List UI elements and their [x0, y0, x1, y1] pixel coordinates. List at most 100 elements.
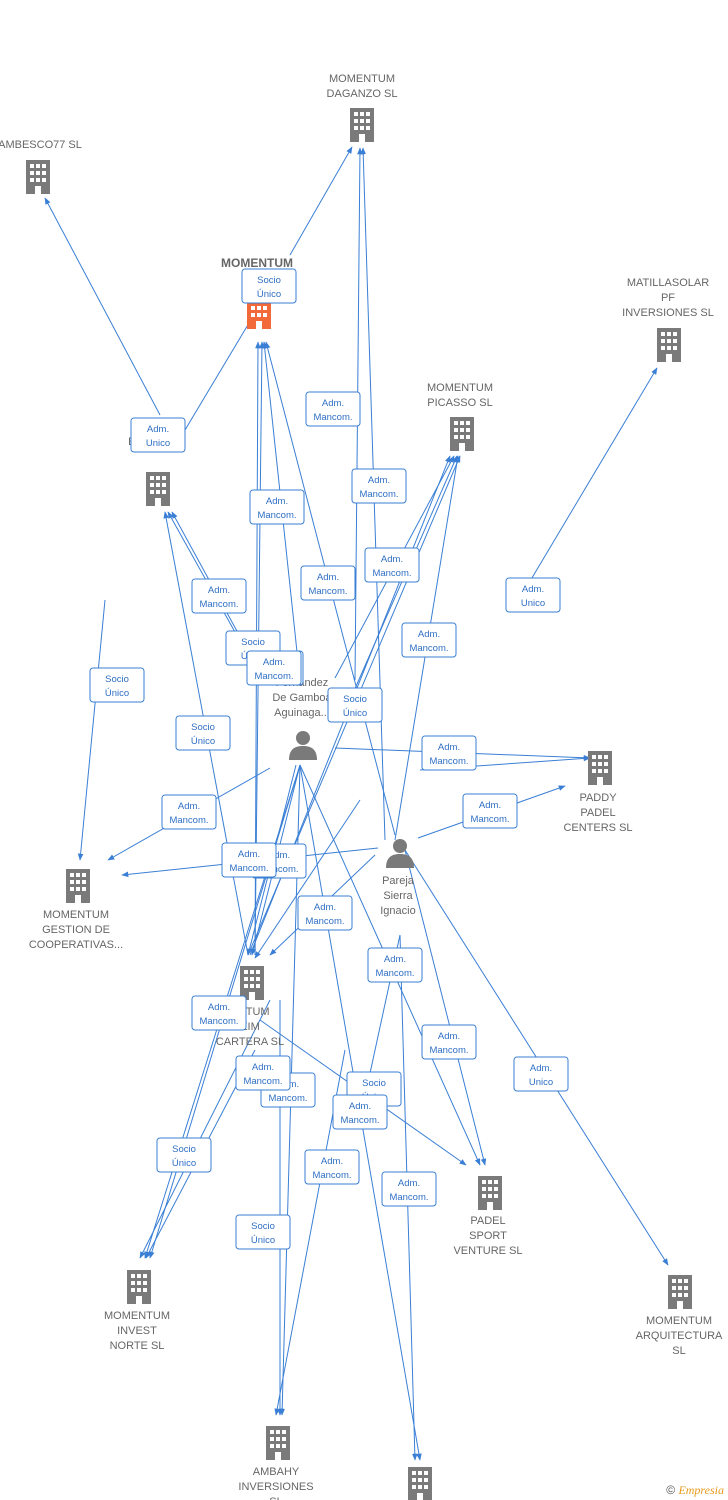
edge-label-badge[interactable]: Adm.Mancom.: [421, 1024, 477, 1060]
building-icon[interactable]: [668, 1275, 692, 1309]
person-icon[interactable]: [289, 731, 317, 760]
edge-label-text: Unico: [529, 1077, 553, 1088]
company-name-label: PICASSO SL: [427, 397, 492, 409]
edge-label-badge[interactable]: Adm.Mancom.: [421, 735, 477, 771]
edge-label-text: Adm.: [479, 800, 501, 811]
edge-label-badge[interactable]: Adm. Mancom.: [305, 391, 361, 427]
building-icon[interactable]: [146, 472, 170, 506]
edge-label-text: Mancom.: [308, 586, 347, 597]
edge-label-text: Mancom.: [254, 671, 293, 682]
edge-label-badge[interactable]: Adm.Mancom.: [351, 468, 407, 504]
company-name-label: INVEST: [117, 1325, 157, 1337]
company-name-label: INVERSIONES: [238, 1481, 313, 1493]
edge-label-text: Mancom.: [389, 1192, 428, 1203]
person-icon[interactable]: [386, 839, 414, 868]
edge-label-badge[interactable]: Adm.Mancom.: [249, 489, 305, 525]
edge-label-text: Mancom.: [229, 863, 268, 874]
company-name-label: PF: [661, 292, 675, 304]
footer-credit: © Empresia: [666, 1483, 724, 1498]
edge-label-badge[interactable]: Adm.Mancom.: [300, 565, 356, 601]
building-icon[interactable]: [266, 1426, 290, 1460]
company-name-label: MOMENTUM: [43, 909, 109, 921]
edge-label-text: Mancom.: [372, 568, 411, 579]
building-icon[interactable]: [26, 160, 50, 194]
edge-label-badge[interactable]: Adm.Mancom.: [235, 1055, 291, 1091]
edge-label-text: Adm.: [322, 398, 344, 409]
company-name-label: COOPERATIVAS...: [29, 939, 123, 951]
edge-label-box: [462, 793, 518, 829]
edge-label-text: Socio: [343, 694, 367, 705]
person-name-label: Aguinaga...: [274, 707, 330, 719]
edge-label-box: [249, 489, 305, 525]
edge-label-badge[interactable]: Adm.Mancom.: [304, 1149, 360, 1185]
company-name-label: CENTERS SL: [563, 822, 632, 834]
edge-label-badge[interactable]: Adm.Mancom.: [161, 794, 217, 830]
edge-label-badge[interactable]: Adm.Mancom.: [332, 1094, 388, 1130]
edge-label-text: Único: [343, 708, 367, 719]
edge-line: [519, 367, 658, 599]
edge-label-badge[interactable]: Adm. Mancom.: [381, 1171, 437, 1207]
edge-label-text: Mancom.: [268, 1093, 307, 1104]
edge-label-badge[interactable]: Adm.Unico: [513, 1056, 569, 1092]
edge-label-text: Mancom.: [409, 643, 448, 654]
edge-label-box: [191, 578, 247, 614]
edge-label-badge[interactable]: Adm.Mancom.: [401, 622, 457, 658]
edge-label-badge[interactable]: Adm.Unico: [130, 417, 186, 453]
building-icon[interactable]: [350, 108, 374, 142]
edge-label-text: Socio: [362, 1078, 386, 1089]
edge-label-box: [161, 794, 217, 830]
edge-label-text: Adm.: [268, 850, 290, 861]
edge-label-text: Adm.: [384, 954, 406, 965]
brand-logo[interactable]: Empresia: [678, 1483, 724, 1497]
company-name-label: MOMENTUM: [329, 73, 395, 85]
edge-label-text: Adm.: [178, 801, 200, 812]
building-icon[interactable]: [127, 1270, 151, 1304]
edge-label-box: [421, 735, 477, 771]
edge-label-text: Mancom.: [313, 412, 352, 423]
edge-label-badge[interactable]: Adm.Mancom.: [364, 547, 420, 583]
company-name-label: GESTION DE: [42, 924, 110, 936]
edge-label-text: Mancom.: [429, 756, 468, 767]
edge-label-badge[interactable]: Adm.Mancom.: [191, 995, 247, 1031]
edge-label-text: Mancom.: [375, 968, 414, 979]
edge-label-text: Único: [191, 736, 215, 747]
edge-labels-layer: SocioÚnicoAdm.Mancom.Adm.Mancom.Adm.Unic…: [89, 268, 569, 1250]
company-name-label: MOMENTUM: [221, 256, 293, 270]
edge-label-badge[interactable]: Adm. Mancom.: [367, 947, 423, 983]
edge-label-badge[interactable]: Adm.Mancom.: [246, 650, 302, 686]
edge-label-box: [381, 1171, 437, 1207]
building-icon[interactable]: [408, 1467, 432, 1500]
edge-label-text: Adm.: [438, 1031, 460, 1042]
company-name-label: AMBESCO77 SL: [0, 139, 82, 151]
building-icon[interactable]: [478, 1176, 502, 1210]
building-icon[interactable]: [240, 966, 264, 1000]
building-icon[interactable]: [450, 417, 474, 451]
edge-label-text: Mancom.: [199, 1016, 238, 1027]
edge-label-text: Socio: [105, 674, 129, 685]
edge-label-text: Adm.: [398, 1178, 420, 1189]
edge-label-text: Único: [105, 688, 129, 699]
edge-label-badge[interactable]: Adm.Mancom.: [297, 895, 353, 931]
edge-line: [404, 849, 487, 1166]
edge-label-badge[interactable]: Adm.Mancom.: [221, 842, 277, 878]
edge-label-text: Único: [251, 1235, 275, 1246]
edge-label-badge[interactable]: Adm.Mancom.: [462, 793, 518, 829]
building-icon[interactable]: [66, 869, 90, 903]
company-name-label: MATILLASOLAR: [627, 277, 709, 289]
edge-label-box: [246, 650, 302, 686]
building-icon[interactable]: [588, 751, 612, 785]
edge-label-badge[interactable]: Adm.Mancom.: [191, 578, 247, 614]
edge-label-box: [235, 1055, 291, 1091]
building-icon[interactable]: [657, 328, 681, 362]
edge-label-box: [241, 268, 297, 304]
edge-label-text: Unico: [521, 598, 545, 609]
edge-label-badge[interactable]: Adm.Unico: [505, 577, 561, 613]
edge-label-box: [221, 842, 277, 878]
